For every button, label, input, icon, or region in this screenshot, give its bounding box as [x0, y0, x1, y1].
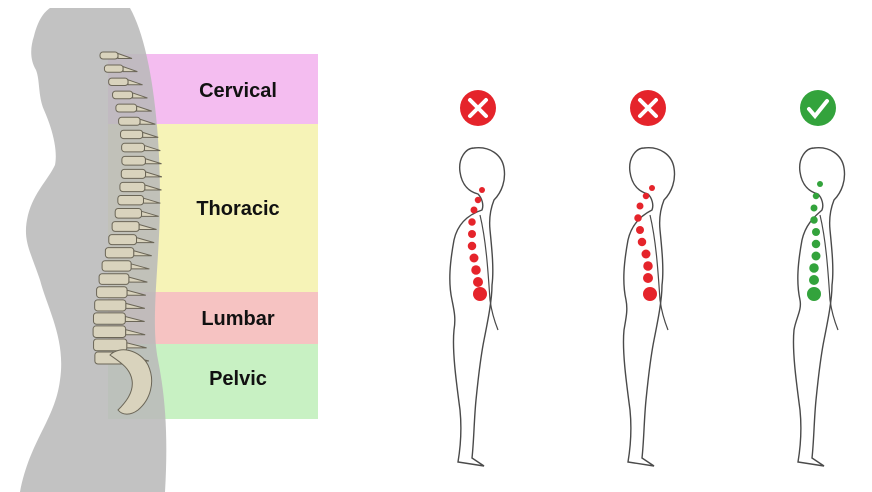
cervical-label: Cervical	[158, 80, 318, 103]
spine-dot	[812, 252, 821, 261]
vertebra	[116, 104, 137, 112]
vertebra	[100, 52, 118, 59]
spine-dot	[471, 265, 481, 275]
vertebra	[95, 300, 126, 311]
spine-dot	[468, 218, 476, 226]
spine-dot	[643, 261, 653, 271]
spine-dot	[811, 205, 818, 212]
spine-dot	[636, 226, 644, 234]
correct-posture-icon	[800, 90, 836, 126]
thoracic-label: Thoracic	[158, 198, 318, 221]
spine-dot	[642, 250, 651, 259]
vertebra	[122, 143, 145, 152]
posture-figure-outline	[450, 148, 505, 466]
posture-comparison-panel	[322, 0, 872, 492]
lumbar-label: Lumbar	[158, 308, 318, 331]
vertebra	[99, 274, 129, 285]
spine-dot	[810, 216, 818, 224]
vertebra	[93, 326, 126, 338]
vertebra	[102, 261, 131, 271]
spine-dot	[471, 207, 478, 214]
vertebra	[109, 235, 137, 245]
spine-dot	[643, 193, 650, 200]
vertebra	[93, 313, 125, 324]
vertebra	[104, 65, 123, 72]
vertebra	[113, 91, 133, 99]
vertebra	[122, 156, 146, 165]
spine-dot	[468, 242, 477, 251]
posture-figures	[322, 0, 872, 492]
vertebra	[105, 248, 133, 258]
spine-dot	[468, 230, 476, 238]
spine-dot	[809, 275, 819, 285]
vertebra	[121, 130, 143, 138]
spine-dot	[470, 254, 479, 263]
vertebra	[120, 182, 145, 191]
spine-dot	[643, 287, 657, 301]
spine-anatomy-panel: Cervical Thoracic Lumbar Pelvic	[0, 0, 322, 492]
spine-dot	[813, 193, 820, 200]
spine-dot	[473, 287, 487, 301]
spine-anatomy-illustration	[0, 0, 322, 492]
spine-dot	[812, 240, 821, 249]
spine-dot	[643, 273, 653, 283]
vertebra	[94, 339, 127, 351]
body-silhouette	[20, 8, 166, 492]
spine-dot	[812, 228, 820, 236]
vertebra	[119, 117, 140, 125]
spine-dot	[637, 203, 644, 210]
spine-dot	[634, 214, 642, 222]
spine-dot	[473, 277, 483, 287]
spine-dot	[479, 187, 485, 193]
spine-dot	[817, 181, 823, 187]
pelvic-label: Pelvic	[158, 368, 318, 391]
spine-dot	[649, 185, 655, 191]
vertebra	[121, 169, 145, 178]
vertebra	[115, 209, 141, 219]
spine-dot	[807, 287, 821, 301]
vertebra	[109, 78, 128, 85]
spine-dot	[638, 238, 647, 247]
spine-dot	[809, 263, 819, 273]
vertebra	[112, 222, 139, 232]
vertebra	[97, 287, 128, 298]
spine-dot	[475, 197, 482, 204]
vertebra	[118, 195, 144, 204]
